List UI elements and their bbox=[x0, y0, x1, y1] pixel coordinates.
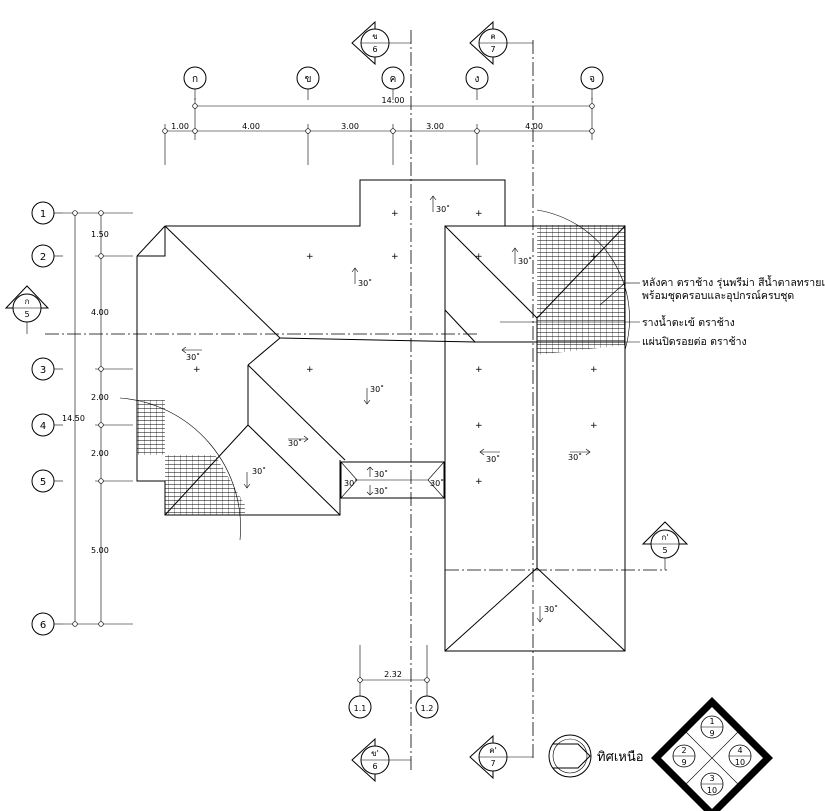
grid-column-label: ข bbox=[305, 74, 312, 85]
svg-text:+: + bbox=[475, 421, 483, 431]
section-letter: ข bbox=[372, 32, 377, 41]
dimension-row-span-4: 2.00 bbox=[91, 449, 109, 458]
slope-label: 30˚ bbox=[186, 352, 200, 362]
north-arrow: ทิศเหนือ bbox=[548, 734, 644, 778]
section-marker-right: ก' 5 bbox=[641, 521, 689, 570]
section-number: 5 bbox=[24, 310, 29, 319]
grid-row-label: 3 bbox=[40, 365, 46, 376]
note-roof-tile-line2: พร้อมชุดครอบและอุปกรณ์ครบชุด bbox=[642, 289, 794, 302]
section-number: 7 bbox=[490, 759, 495, 768]
sub-grid-label: 1.2 bbox=[421, 704, 434, 713]
note-flashing: แผ่นปิดรอยต่อ ตราช้าง bbox=[642, 336, 747, 348]
key-plan-label: 1 bbox=[709, 717, 714, 726]
section-number: 6 bbox=[372, 762, 377, 771]
svg-text:+: + bbox=[590, 252, 598, 262]
material-notes: หลังคา ตราช้าง รุ่นพรีม่า สีน้ำตาลทรายแก… bbox=[475, 275, 825, 348]
section-marker-bottom-right: ค' 7 bbox=[469, 734, 533, 780]
svg-text:+: + bbox=[475, 209, 483, 219]
sub-grid-label: 1.1 bbox=[354, 704, 367, 713]
top-dimension-chain: 14.00 1.00 4.00 3.00 3.00 4.00 bbox=[162, 96, 595, 165]
svg-text:+: + bbox=[391, 209, 399, 219]
dimension-sub-span: 2.32 bbox=[384, 670, 402, 679]
slope-label: 30˚ bbox=[430, 478, 444, 488]
sub-grid-markers: 1.1 1.2 2.32 bbox=[348, 670, 439, 719]
dimension-span-1: 1.00 bbox=[171, 122, 189, 131]
svg-text:+: + bbox=[193, 365, 201, 375]
grid-column-label: ก bbox=[192, 74, 198, 85]
slope-label: 30˚ bbox=[252, 466, 266, 476]
dimension-span-3: 3.00 bbox=[341, 122, 359, 131]
note-roof-tile-line1: หลังคา ตราช้าง รุ่นพรีม่า สีน้ำตาลทรายแก… bbox=[642, 275, 825, 289]
key-plan-label: 9 bbox=[709, 729, 714, 738]
north-label: ทิศเหนือ bbox=[597, 749, 644, 765]
dimension-span-2: 4.00 bbox=[242, 122, 260, 131]
svg-text:+: + bbox=[590, 365, 598, 375]
key-plan-label: 2 bbox=[681, 746, 686, 755]
grid-row-markers: 1 2 3 4 5 6 bbox=[31, 201, 63, 636]
key-plan-label: 9 bbox=[681, 758, 686, 767]
dimension-row-span-5: 5.00 bbox=[91, 546, 109, 555]
svg-text:+: + bbox=[475, 365, 483, 375]
dimension-span-4: 3.00 bbox=[426, 122, 444, 131]
slope-label: 30˚ bbox=[370, 384, 384, 394]
slope-label: 30˚ bbox=[544, 604, 558, 614]
key-plan-label: 10 bbox=[707, 786, 717, 795]
section-letter: ค bbox=[490, 32, 495, 41]
dimension-overall-depth: 14.50 bbox=[62, 414, 85, 423]
section-marker-bottom-left: ข' 6 bbox=[351, 737, 411, 783]
svg-text:+: + bbox=[391, 252, 399, 262]
dimension-span-5: 4.00 bbox=[525, 122, 543, 131]
slope-label: 30˚ bbox=[374, 486, 388, 496]
key-plan-label: 10 bbox=[735, 758, 745, 767]
slope-label: 30˚ bbox=[436, 204, 450, 214]
section-marker-left: ก 5 bbox=[4, 285, 50, 334]
grid-row-label: 4 bbox=[40, 421, 46, 432]
slope-label: 30˚ bbox=[486, 454, 500, 464]
grid-row-label: 1 bbox=[40, 209, 46, 220]
slope-label: 30˚ bbox=[344, 478, 358, 488]
grid-row-label: 2 bbox=[40, 252, 46, 263]
key-plan-label: 4 bbox=[737, 746, 742, 755]
note-gutter: รางน้ำตะเข้ ตราช้าง bbox=[642, 315, 735, 329]
svg-text:+: + bbox=[475, 252, 483, 262]
section-letter: ก bbox=[25, 297, 30, 306]
section-letter: ค' bbox=[489, 746, 497, 755]
grid-column-markers: ก ข ค ง จ bbox=[183, 66, 604, 100]
slope-label: 30˚ bbox=[518, 256, 532, 266]
svg-text:+: + bbox=[306, 252, 314, 262]
key-plan: 1 9 2 9 4 10 3 10 bbox=[651, 697, 773, 811]
section-number: 5 bbox=[662, 546, 667, 555]
key-plan-label: 3 bbox=[709, 774, 714, 783]
dimension-row-span-1: 1.50 bbox=[91, 230, 109, 239]
section-marker-top-right: ค 7 bbox=[469, 20, 533, 66]
slope-label: 30˚ bbox=[288, 438, 302, 448]
dimension-row-span-3: 2.00 bbox=[91, 393, 109, 402]
slope-label: 30˚ bbox=[568, 452, 582, 462]
section-number: 6 bbox=[372, 45, 377, 54]
section-number: 7 bbox=[490, 45, 495, 54]
grid-row-label: 5 bbox=[40, 477, 46, 488]
slope-label: 30˚ bbox=[358, 278, 372, 288]
section-cut-lines bbox=[45, 30, 667, 770]
section-letter: ข' bbox=[371, 749, 379, 758]
grid-column-label: ง bbox=[475, 74, 480, 85]
grid-point-markers: + + + + + + + + + + + + + bbox=[193, 209, 598, 487]
svg-text:+: + bbox=[590, 421, 598, 431]
section-marker-top-left: ข 6 bbox=[351, 20, 411, 66]
dimension-overall-width: 14.00 bbox=[382, 96, 405, 105]
grid-column-label: จ bbox=[589, 74, 595, 85]
slope-arrows: 30˚ 30˚ 30˚ 30˚ 30˚ 30˚ 30˚ 30˚ 30˚ 30˚ … bbox=[181, 195, 591, 623]
slope-label: 30˚ bbox=[374, 469, 388, 479]
grid-row-label: 6 bbox=[40, 620, 46, 631]
section-letter: ก' bbox=[661, 533, 668, 542]
left-dimension-chain: 14.50 1.50 4.00 2.00 2.00 5.00 bbox=[62, 210, 133, 627]
grid-column-label: ค bbox=[390, 74, 397, 85]
svg-text:+: + bbox=[306, 365, 314, 375]
dimension-row-span-2: 4.00 bbox=[91, 308, 109, 317]
svg-text:+: + bbox=[475, 477, 483, 487]
